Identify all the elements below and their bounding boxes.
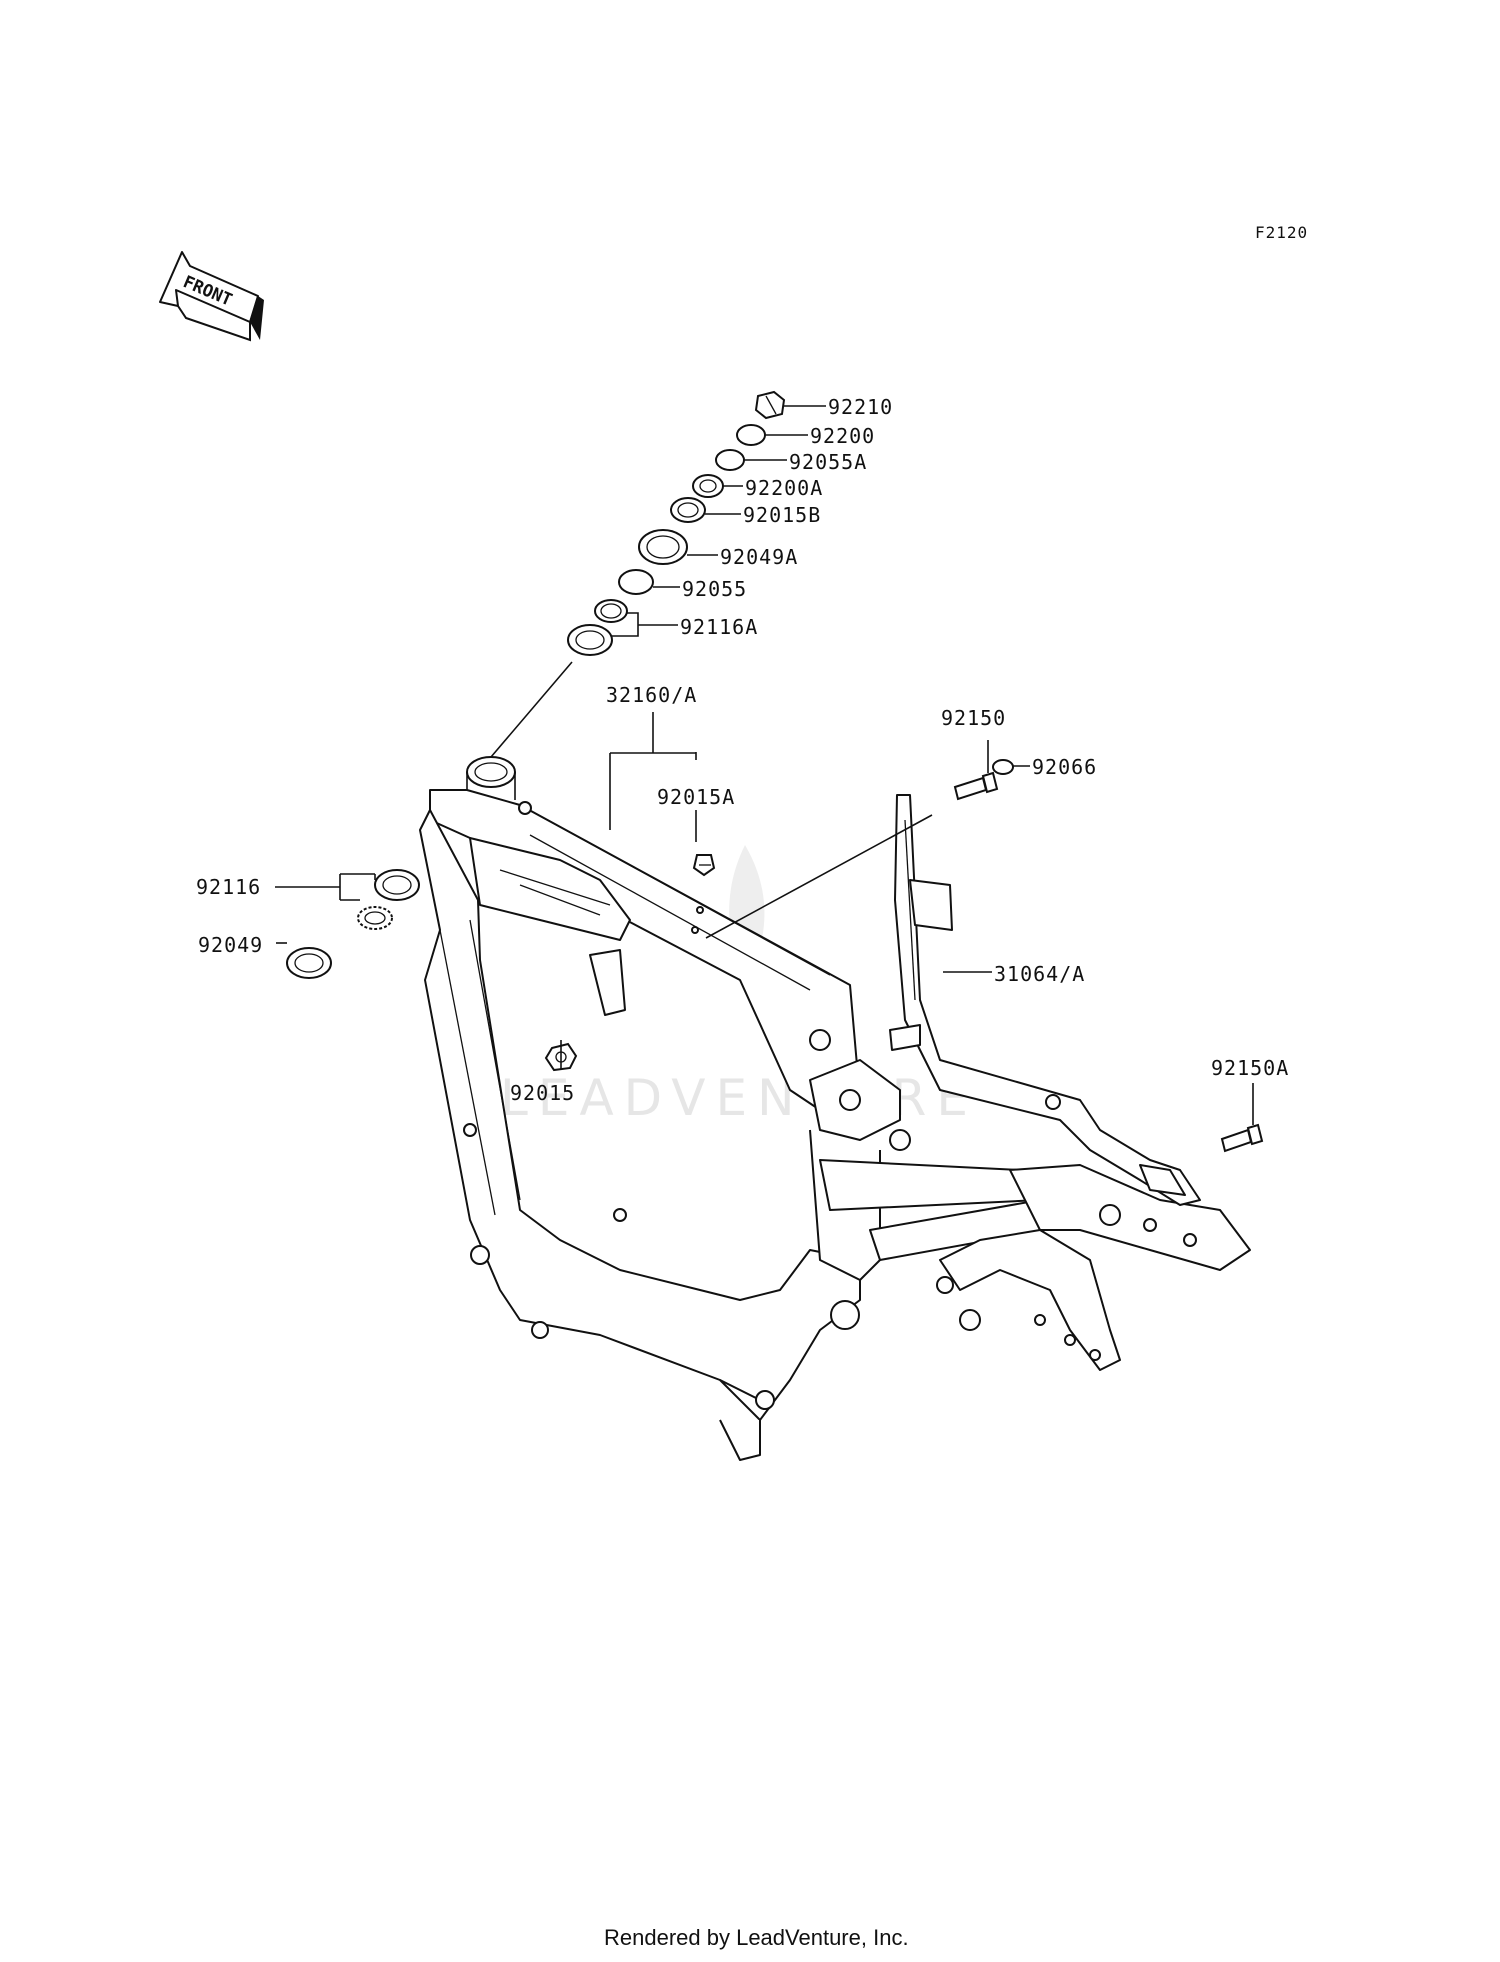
label-92049A: 92049A [720,545,798,569]
bearing-92116-cup [374,869,420,901]
label-92015: 92015 [510,1081,575,1105]
front-arrow-icon: FRONT [159,251,264,342]
stem-nut-92210 [754,390,786,420]
bearing-92116A-lower [567,624,613,656]
label-92055: 92055 [682,577,747,601]
main-frame-32160 [419,756,1251,1461]
label-92015B: 92015B [743,503,821,527]
diagram-code: F2120 [1255,223,1308,242]
label-92049: 92049 [198,933,263,957]
nut-92015B [670,497,706,523]
label-92116A: 92116A [680,615,758,639]
label-92150A: 92150A [1211,1056,1289,1080]
part-labels: 92210 92200 92055A 92200A 92015B 92049A … [196,395,1289,1105]
seal-92049 [286,947,332,979]
label-32160A: 32160/A [606,683,697,707]
washer-92066 [992,759,1014,775]
label-92055A: 92055A [789,450,867,474]
bearing-92116A-upper [594,599,628,623]
label-31064A: 31064/A [994,962,1085,986]
frame-down-tube-31064 [889,794,1201,1206]
label-92150: 92150 [941,706,1006,730]
washer-92200 [736,424,766,446]
bearing-92116-cone [357,906,393,930]
bolt-92150 [953,771,999,801]
footer-credit: Rendered by LeadVenture, Inc. [604,1925,909,1950]
lock-washer-92200A [692,474,724,498]
label-92200A: 92200A [745,476,823,500]
nut-92015A [692,854,716,877]
label-92066: 92066 [1032,755,1097,779]
o-ring-92055 [618,569,654,595]
bolt-92150A [1220,1123,1264,1153]
seal-92049A [638,529,688,565]
steering-stem-parts [567,390,786,656]
label-92210: 92210 [828,395,893,419]
lower-bearing-parts [286,869,420,979]
label-92200: 92200 [810,424,875,448]
leader-lines [275,405,1254,1125]
o-ring-92055A [715,449,745,471]
label-92015A: 92015A [657,785,735,809]
label-92116: 92116 [196,875,261,899]
